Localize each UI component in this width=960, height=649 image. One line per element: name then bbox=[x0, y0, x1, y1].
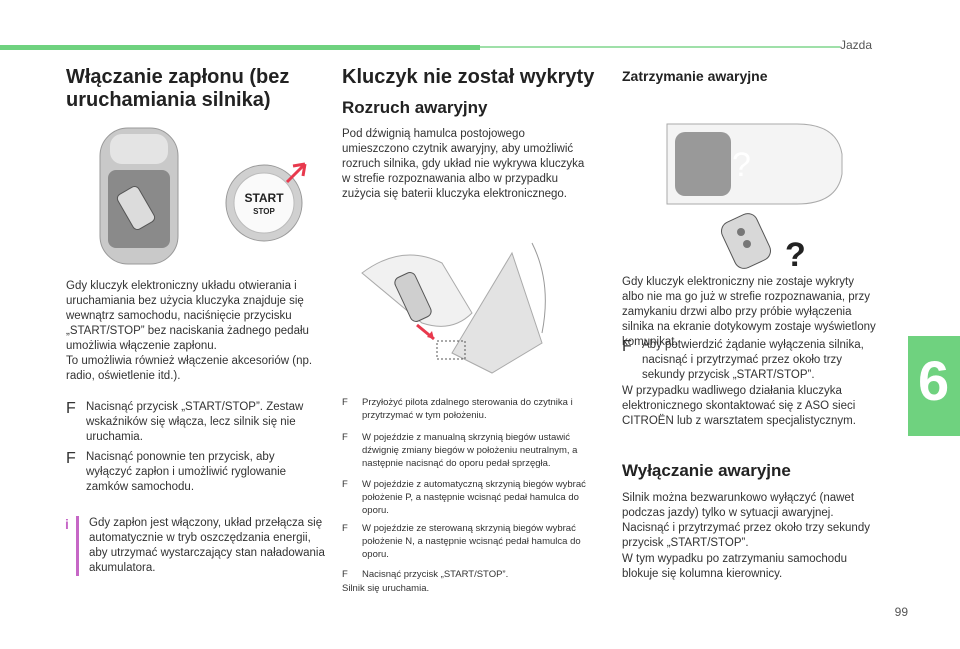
emergency-stop-paragraph: Gdy kluczyk elektroniczny nie zostaje wy… bbox=[622, 276, 876, 348]
info-note-text: Gdy zapłon jest włączony, układ przełącz… bbox=[89, 517, 325, 574]
car-question-mark: ? bbox=[732, 146, 751, 184]
top-accent-line bbox=[480, 46, 840, 48]
bullet-text: Aby potwierdzić żądanie wyłączenia silni… bbox=[642, 339, 864, 381]
ignition-paragraph: Gdy kluczyk elektroniczny układu otwiera… bbox=[66, 280, 309, 352]
bullet-glyph: F bbox=[622, 338, 632, 355]
column-emergency-stop: Zatrzymanie awaryjne ? ? Gdy kluczyk ele… bbox=[622, 66, 880, 580]
heading-emergency-stop: Zatrzymanie awaryjne bbox=[622, 68, 768, 84]
emergency-bullet-4: F W pojeździe ze sterowaną skrzynią bieg… bbox=[342, 522, 607, 561]
start-stop-button-illustration: START STOP bbox=[225, 162, 307, 242]
start-label: START bbox=[244, 191, 284, 205]
ignition-bullet-2: F Nacisnąć ponownie ten przycisk, aby wy… bbox=[66, 450, 321, 495]
chapter-number: 6 bbox=[918, 349, 950, 412]
column-ignition: Włączanie zapłonu (bez uruchamiania siln… bbox=[65, 66, 325, 576]
bullet-text: W pojeździe z manualną skrzynią biegów u… bbox=[362, 432, 578, 469]
emergency-shutdown-paragraph: Silnik można bezwarunkowo wyłączyć (nawe… bbox=[622, 492, 870, 549]
engine-starts-text: Silnik się uruchamia. bbox=[342, 583, 430, 594]
ignition-bullet-1: F Nacisnąć przycisk „START/STOP”. Zestaw… bbox=[66, 400, 321, 445]
bullet-text: Przyłożyć pilota zdalnego sterowania do … bbox=[362, 397, 573, 421]
emergency-reader-illustration bbox=[361, 242, 546, 374]
bullet-glyph: F bbox=[342, 569, 348, 580]
top-accent-bar bbox=[0, 45, 480, 50]
heading-key-not-detected: Kluczyk nie został wykryty bbox=[342, 66, 595, 88]
bullet-text: Nacisnąć ponownie ten przycisk, aby wyłą… bbox=[86, 451, 287, 493]
heading-emergency-start: Rozruch awaryjny bbox=[342, 98, 488, 117]
emergency-start-paragraph: Pod dźwignią hamulca postojowego umieszc… bbox=[342, 128, 585, 200]
bullet-glyph: F bbox=[66, 400, 76, 417]
emergency-bullet-1: F Przyłożyć pilota zdalnego sterowania d… bbox=[342, 396, 607, 422]
stop-label: STOP bbox=[253, 207, 275, 216]
page-number: 99 bbox=[894, 605, 908, 619]
emergency-stop-paragraph-2: W przypadku wadliwego działania kluczyka… bbox=[622, 385, 856, 427]
bullet-text: Nacisnąć przycisk „START/STOP”. Zestaw w… bbox=[86, 401, 304, 443]
section-name: Jazda bbox=[839, 38, 872, 52]
heading-emergency-shutdown: Wyłączanie awaryjne bbox=[622, 461, 791, 480]
car-interior-illustration bbox=[99, 127, 179, 265]
car-with-key-illustration: ? ? bbox=[666, 123, 843, 274]
bullet-glyph: F bbox=[342, 432, 348, 443]
bullet-text: W pojeździe ze sterowaną skrzynią biegów… bbox=[362, 523, 581, 560]
bullet-text: W pojeździe z automatyczną skrzynią bieg… bbox=[362, 479, 586, 516]
emergency-bullet-3: F W pojeździe z automatyczną skrzynią bi… bbox=[342, 478, 607, 517]
bullet-glyph: F bbox=[342, 397, 348, 408]
bullet-glyph: F bbox=[66, 450, 76, 467]
bullet-glyph: F bbox=[342, 479, 348, 490]
emergency-shutdown-paragraph-2: W tym wypadku po zatrzymaniu samochodu b… bbox=[622, 553, 847, 580]
emergency-stop-bullet: F Aby potwierdzić żądanie wyłączenia sil… bbox=[622, 338, 877, 383]
ignition-paragraph-2: To umożliwia również włączenie akcesorió… bbox=[66, 355, 313, 382]
column-key-not-detected: Kluczyk nie został wykryty Rozruch awary… bbox=[342, 66, 607, 594]
key-question-mark: ? bbox=[785, 236, 806, 274]
bullet-glyph: F bbox=[342, 523, 348, 534]
bullet-text: Nacisnąć przycisk „START/STOP”. bbox=[362, 569, 509, 580]
emergency-bullet-5: F Nacisnąć przycisk „START/STOP”. bbox=[342, 568, 607, 581]
chapter-tab: 6 bbox=[908, 336, 960, 436]
emergency-bullet-2: F W pojeździe z manualną skrzynią biegów… bbox=[342, 431, 607, 470]
heading-ignition: Włączanie zapłonu (bez uruchamiania siln… bbox=[66, 66, 290, 111]
info-note: i Gdy zapłon jest włączony, układ przełą… bbox=[65, 516, 332, 576]
info-icon: i bbox=[65, 516, 69, 532]
